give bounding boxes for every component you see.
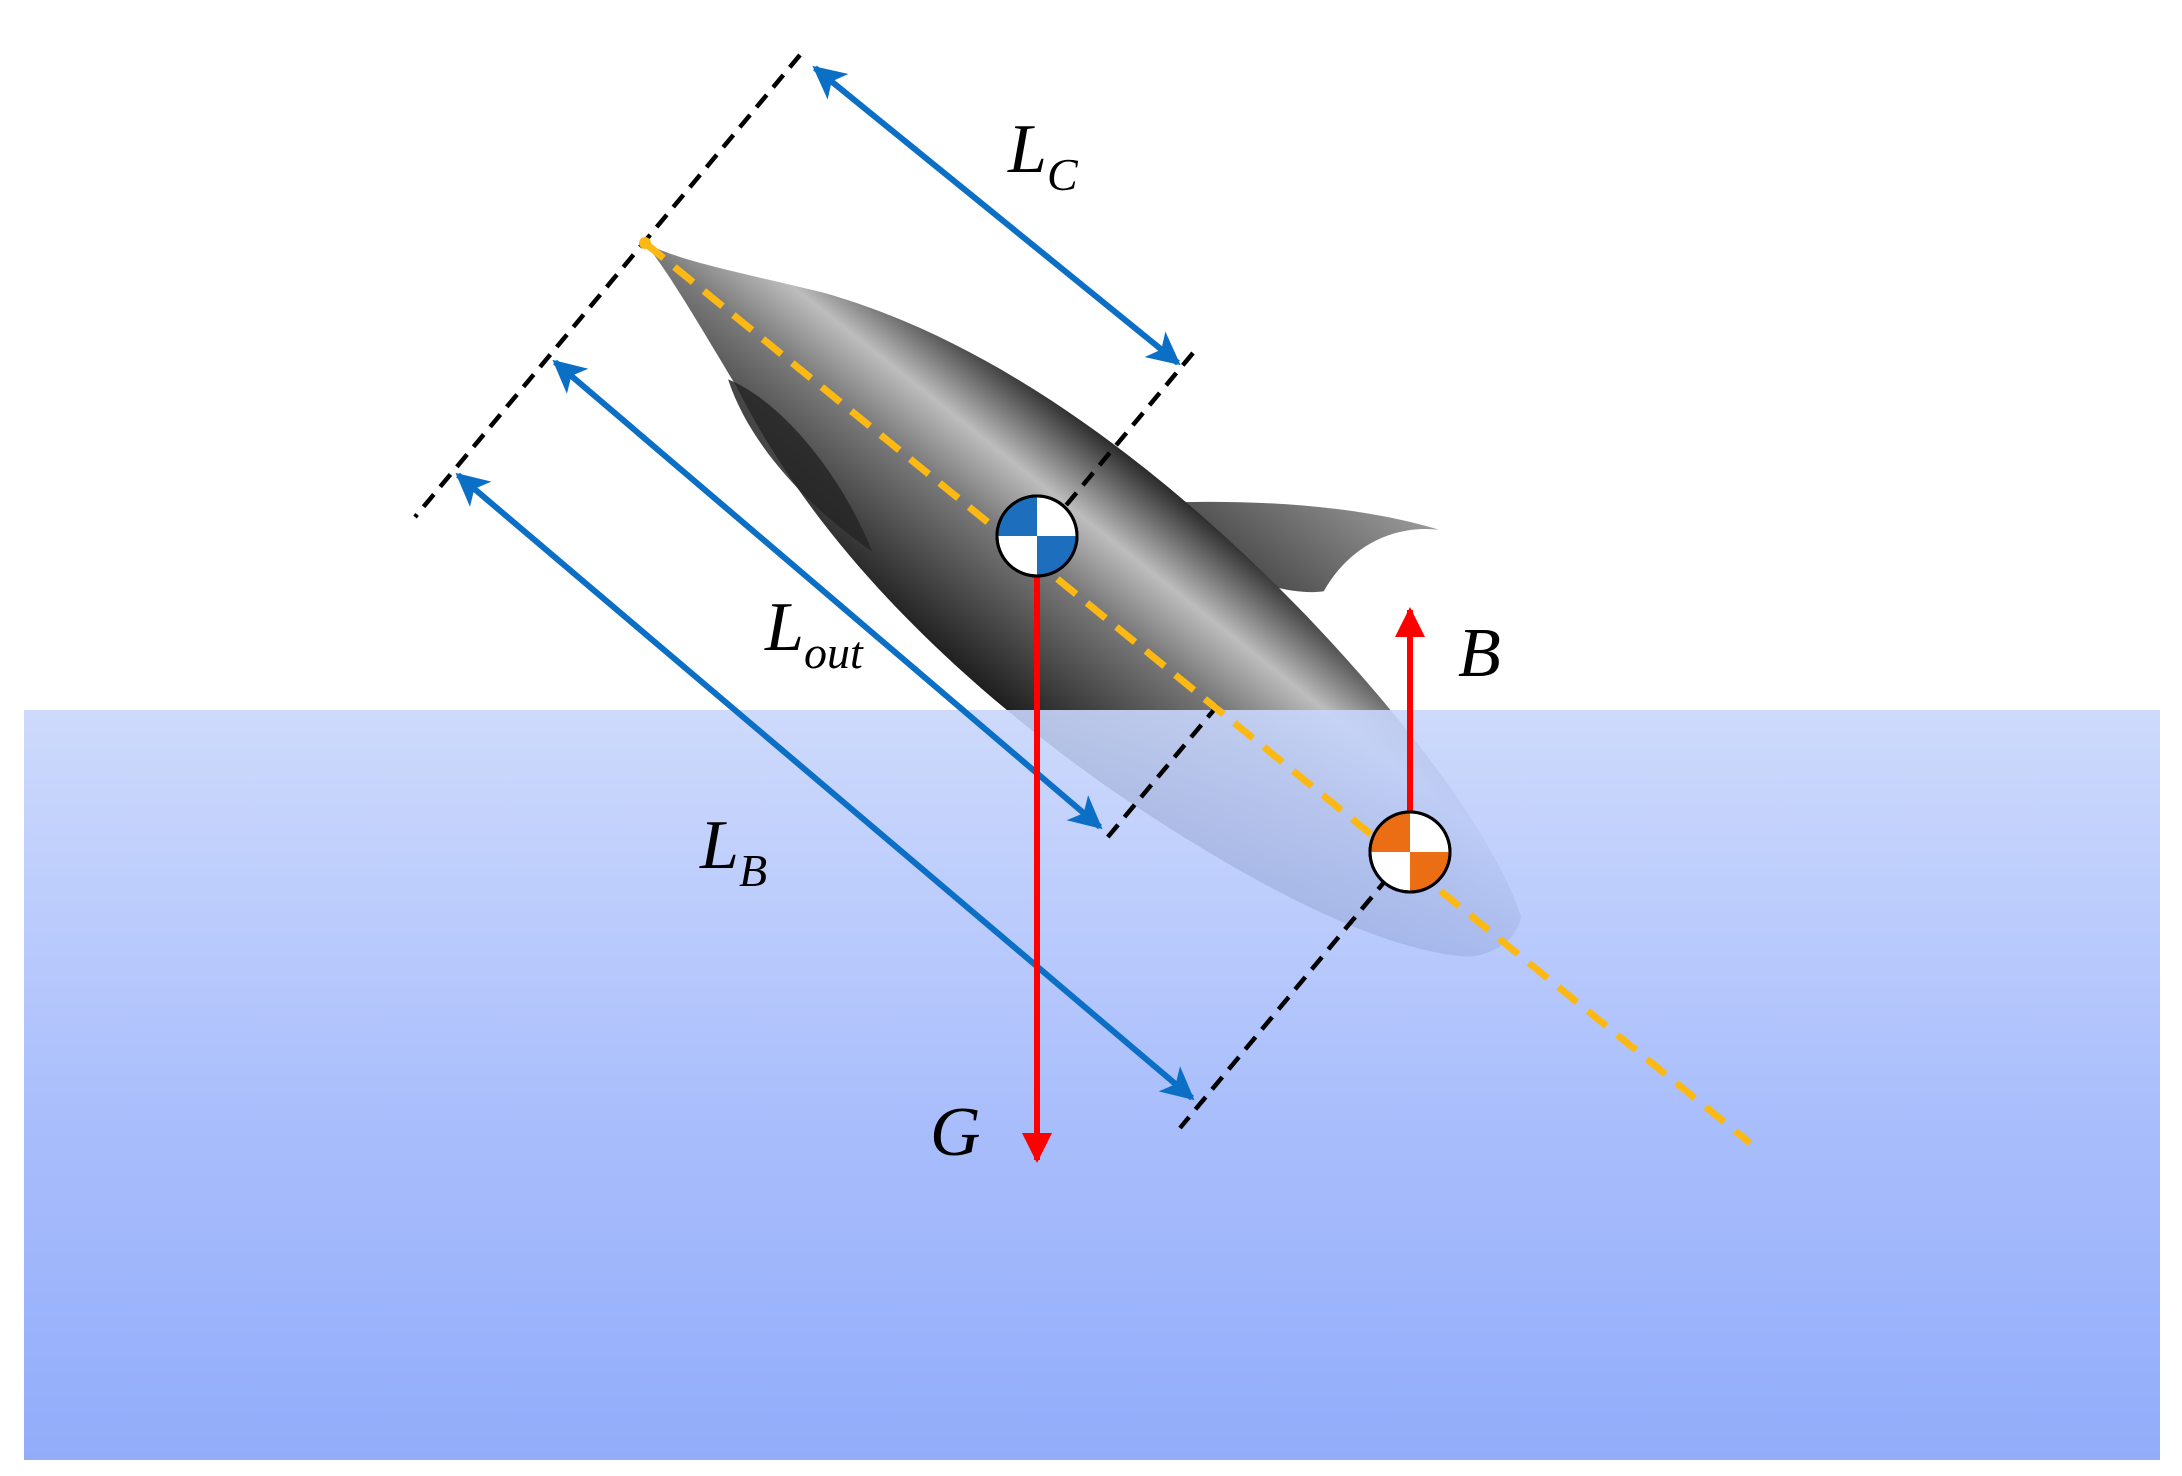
nose-point	[639, 237, 651, 249]
nose-reference-line	[413, 53, 802, 519]
center-buoyancy-reference-line	[1178, 855, 1407, 1130]
lout-label-main: L	[764, 589, 804, 666]
lb-label-subscript: B	[739, 845, 767, 896]
center-of-gravity-icon	[995, 494, 1079, 578]
center-gravity-reference-line	[1056, 351, 1195, 517]
lc-dimension-arrow	[812, 65, 1181, 366]
buoyancy-label: B	[1458, 615, 1501, 692]
lb-label: LB	[699, 807, 767, 896]
lc-label-subscript: C	[1047, 149, 1079, 200]
lout-label: Lout	[764, 589, 864, 678]
lb-dimension-arrow	[455, 472, 1195, 1101]
dimension-arrows	[455, 65, 1195, 1101]
lout-label-subscript: out	[804, 627, 864, 678]
lc-label: LC	[1007, 111, 1079, 200]
gravity-label: G	[930, 1094, 981, 1171]
lb-label-main: L	[699, 807, 739, 884]
center-of-buoyancy-icon	[1368, 810, 1452, 894]
force-arrows	[1022, 530, 1425, 1163]
lc-label-main: L	[1007, 111, 1047, 188]
